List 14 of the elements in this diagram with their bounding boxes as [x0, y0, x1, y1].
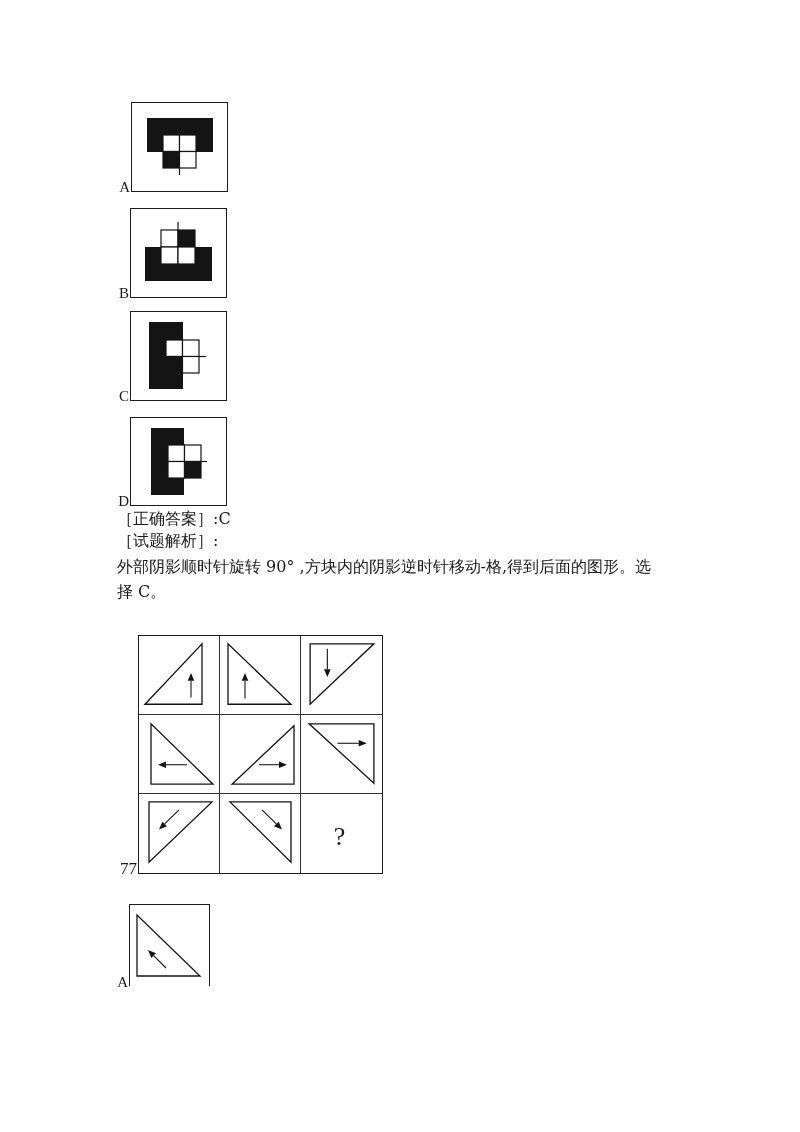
option-letter: A: [119, 180, 130, 195]
question-mark: ?: [333, 823, 346, 850]
option-letter: B: [119, 286, 129, 301]
option-letter: A: [117, 975, 128, 990]
analysis-heading: ［试题解析］:: [117, 530, 219, 552]
question-number: 77: [120, 860, 137, 877]
grid-cell: [139, 715, 220, 794]
answer-line: ［正确答案］:C: [117, 508, 231, 530]
option-letter: C: [119, 389, 129, 404]
grid-cell: [220, 636, 301, 715]
grid-cell: [220, 715, 301, 794]
grid-cell: [139, 636, 220, 715]
analysis-text: 外部阴影顺时针旋转 90° ,方块内的阴影逆时针移动-格,得到后面的图形。选择 C。: [117, 556, 653, 603]
option-letter: D: [118, 494, 129, 509]
